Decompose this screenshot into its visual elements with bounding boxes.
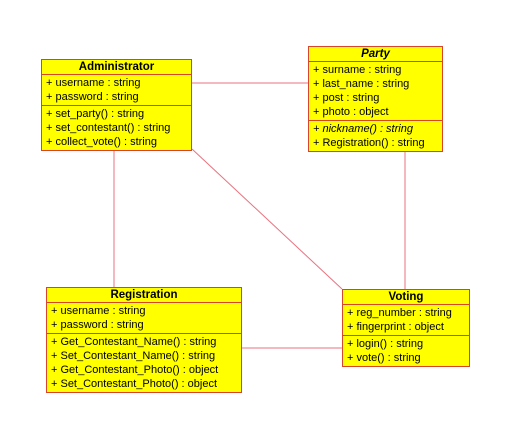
- attribute: + surname : string: [313, 64, 402, 76]
- attribute: + reg_number : string: [347, 307, 452, 319]
- operation: + set_party() : string: [46, 108, 145, 120]
- link-administrator-voting: [191, 148, 343, 290]
- operation: + Set_Contestant_Photo() : object: [51, 378, 218, 390]
- operation: + nickname() : string: [313, 123, 413, 135]
- attribute: + password : string: [51, 319, 144, 331]
- class-name: Party: [309, 47, 442, 62]
- class-administrator[interactable]: Administrator + username : string + pass…: [41, 59, 192, 151]
- operation: + collect_vote() : string: [46, 136, 157, 148]
- operation: + vote() : string: [347, 352, 421, 364]
- operation: + Registration() : string: [313, 137, 425, 149]
- attributes-section: + username : string + password : string: [42, 75, 191, 106]
- class-voting[interactable]: Voting + reg_number : string + fingerpri…: [342, 289, 470, 367]
- attributes-section: + username : string + password : string: [47, 303, 241, 334]
- attribute: + last_name : string: [313, 78, 410, 90]
- operation: + Get_Contestant_Name() : string: [51, 336, 217, 348]
- operations-section: + Get_Contestant_Name() : string + Set_C…: [47, 334, 241, 392]
- class-name: Registration: [47, 288, 241, 303]
- operation: + set_contestant() : string: [46, 122, 171, 134]
- attributes-section: + surname : string + last_name : string …: [309, 62, 442, 121]
- operation: + Set_Contestant_Name() : string: [51, 350, 216, 362]
- attribute: + password : string: [46, 91, 139, 103]
- operations-section: + login() : string + vote() : string: [343, 336, 469, 366]
- attribute: + post : string: [313, 92, 380, 104]
- class-name: Voting: [343, 290, 469, 305]
- attribute: + fingerprint : object: [347, 321, 444, 333]
- operations-section: + nickname() : string + Registration() :…: [309, 121, 442, 151]
- class-party[interactable]: Party + surname : string + last_name : s…: [308, 46, 443, 152]
- operation: + login() : string: [347, 338, 424, 350]
- attribute: + username : string: [46, 77, 141, 89]
- class-name: Administrator: [42, 60, 191, 75]
- operation: + Get_Contestant_Photo() : object: [51, 364, 219, 376]
- attribute: + username : string: [51, 305, 146, 317]
- attribute: + photo : object: [313, 106, 389, 118]
- operations-section: + set_party() : string + set_contestant(…: [42, 106, 191, 150]
- class-registration[interactable]: Registration + username : string + passw…: [46, 287, 242, 393]
- attributes-section: + reg_number : string + fingerprint : ob…: [343, 305, 469, 336]
